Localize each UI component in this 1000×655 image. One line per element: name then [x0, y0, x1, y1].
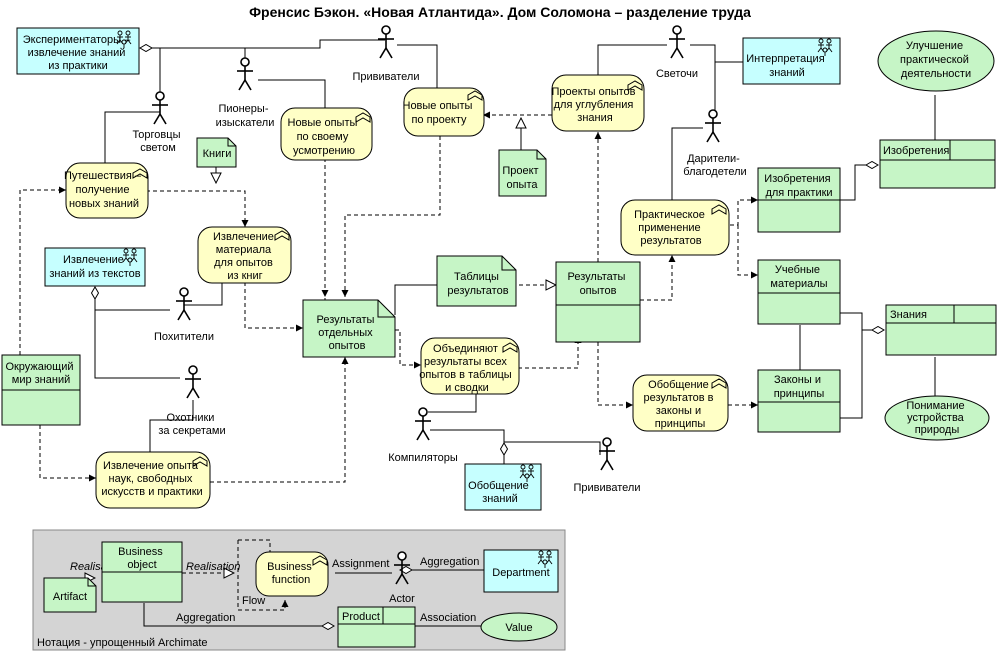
- svg-text:Практическое применение: Практическое применение результатов: [634, 209, 708, 247]
- svg-text:Обобщение результатов в: Обобщение результатов в законы и принцип…: [643, 379, 716, 430]
- department-interpretation-label: Интерпретация знаний: [746, 53, 827, 79]
- function-extract-practice[interactable]: Извлечение опыта наук, свободных искусст…: [95, 451, 211, 509]
- svg-text:Изобретения: Изобретения: [883, 145, 949, 157]
- value-understanding[interactable]: Понимание устройства природы: [884, 395, 990, 441]
- svg-text:Department: Department: [492, 567, 549, 579]
- actor-benefactors-label: Дарители- благодетели: [683, 153, 746, 178]
- legend-business-object[interactable]: Business object: [101, 541, 183, 603]
- actor-traders[interactable]: [152, 91, 168, 125]
- svg-text:Законы и принципы: Законы и принципы: [774, 374, 825, 400]
- legend-actor-icon: [394, 551, 410, 585]
- actor-thieves[interactable]: [176, 287, 192, 321]
- department-interpretation[interactable]: Интерпретация знаний: [742, 37, 841, 85]
- legend-business-function[interactable]: Business function: [255, 551, 329, 597]
- object-inventions-practice[interactable]: Изобретения для практики: [757, 167, 841, 233]
- svg-text:Учебные материалы: Учебные материалы: [770, 264, 827, 290]
- svg-text:Понимание устройства: Понимание устройства природы: [906, 400, 967, 436]
- svg-text:Извлечение материала: Извлечение материала для опытов из книг: [213, 231, 277, 282]
- svg-text:Результаты опытов: Результаты опытов: [568, 271, 629, 297]
- svg-text:Объединяют результаты вс: Объединяют результаты всех опытов в табл…: [419, 343, 514, 394]
- department-experimenters[interactable]: Экспериментаторы – извлечение знаний из …: [16, 27, 140, 75]
- actor-pioneers-label: Пионеры- изыскатели: [216, 103, 275, 129]
- svg-text:Новые опыты по своему: Новые опыты по своему усмотрению: [288, 117, 361, 157]
- object-surrounding[interactable]: Окружающий мир знаний: [1, 354, 81, 426]
- svg-text:Таблицы результатов: Таблицы результатов: [447, 271, 508, 297]
- svg-text:Artifact: Artifact: [53, 591, 87, 603]
- department-generalization[interactable]: Обобщение знаний: [464, 463, 542, 511]
- diagram-title: Френсис Бэкон. «Новая Атлантида». Дом Со…: [249, 4, 751, 20]
- svg-text:Извлечение опыта наук, с: Извлечение опыта наук, свободных искусст…: [101, 460, 202, 498]
- svg-text:Value: Value: [505, 622, 532, 634]
- legend-caption: Нотация - упрощенный Archimate: [37, 637, 208, 649]
- legend-artifact[interactable]: Artifact: [43, 577, 97, 613]
- svg-text:Знания: Знания: [890, 309, 927, 321]
- actor-compilers-label: Компиляторы: [388, 452, 458, 464]
- svg-text:Изобретения для практики: Изобретения для практики: [764, 173, 833, 199]
- actor-bringers-bottom-label: Прививатели: [574, 482, 641, 494]
- artifact-tables[interactable]: Таблицы результатов: [436, 255, 517, 307]
- svg-text:Проекты опытов для углуб: Проекты опытов для углубления знания: [551, 86, 638, 124]
- legend-flow: Flow: [242, 595, 265, 607]
- actor-traders-label: Торговцы светом: [132, 129, 183, 154]
- svg-text:Business function: Business function: [267, 561, 315, 586]
- artifact-project[interactable]: Проект опыта: [498, 149, 547, 197]
- function-deepening[interactable]: Проекты опытов для углубления знания: [551, 74, 645, 132]
- legend-value[interactable]: Value: [480, 612, 558, 642]
- function-new-project[interactable]: Новые опыты по проекту: [403, 87, 485, 137]
- legend-aggregation-2: Aggregation: [176, 612, 235, 624]
- function-generalize[interactable]: Обобщение результатов в законы и принцип…: [632, 374, 729, 432]
- legend-aggregation-1: Aggregation: [420, 556, 479, 568]
- actor-bringers-top[interactable]: [378, 25, 394, 59]
- function-travels[interactable]: Путешествия – получение новых знаний: [64, 162, 149, 219]
- actor-luminaries-label: Светочи: [656, 68, 698, 80]
- actor-luminaries[interactable]: [669, 25, 685, 59]
- legend-association: Association: [420, 612, 476, 624]
- svg-text:Путешествия – получение: Путешествия – получение новых знаний: [64, 170, 144, 210]
- svg-text:Окружающий мир знаний: Окружающий мир знаний: [5, 361, 76, 386]
- legend: Realisation Artifact Business object Rea…: [37, 541, 559, 649]
- value-improvement[interactable]: Улучшение практической деятельности: [877, 30, 995, 92]
- function-combine[interactable]: Объединяют результаты всех опытов в табл…: [419, 337, 520, 395]
- svg-text:Улучшение практической: Улучшение практической деятельности: [900, 40, 972, 80]
- svg-text:Проект опыта: Проект опыта: [502, 165, 541, 191]
- svg-text:Product: Product: [342, 611, 380, 623]
- artifact-books[interactable]: Книги: [196, 137, 237, 168]
- department-generalization-label: Обобщение знаний: [468, 480, 532, 505]
- actor-bringers-top-label: Прививатели: [353, 71, 420, 83]
- actor-benefactors[interactable]: [705, 109, 721, 143]
- department-extraction-texts[interactable]: Извлечение знаний из текстов: [44, 247, 146, 287]
- department-extraction-texts-label: Извлечение знаний из текстов: [49, 254, 140, 280]
- svg-text:Результаты отдельных: Результаты отдельных опытов: [317, 314, 378, 352]
- function-extract-books[interactable]: Извлечение материала для опытов из книг: [197, 226, 292, 284]
- object-inventions[interactable]: Изобретения: [879, 139, 996, 189]
- actor-compilers[interactable]: [415, 407, 431, 441]
- actor-hunters[interactable]: [185, 365, 201, 399]
- actor-hunters-label: Охотники за секретами: [158, 412, 225, 437]
- actor-pioneers[interactable]: [237, 57, 253, 91]
- function-practical[interactable]: Практическое применение результатов: [620, 199, 730, 256]
- function-new-own[interactable]: Новые опыты по своему усмотрению: [280, 107, 373, 161]
- legend-assignment: Assignment: [332, 558, 389, 570]
- object-laws[interactable]: Законы и принципы: [757, 369, 841, 433]
- svg-text:Новые опыты по проекту: Новые опыты по проекту: [403, 100, 476, 126]
- object-knowledge[interactable]: Знания: [885, 304, 997, 356]
- actor-bringers-bottom[interactable]: [599, 437, 615, 471]
- legend-realisation-2: Realisation: [186, 561, 240, 573]
- svg-text:Книги: Книги: [203, 148, 232, 160]
- legend-actor: Actor: [389, 593, 415, 605]
- object-teaching[interactable]: Учебные материалы: [757, 259, 841, 325]
- actor-thieves-label: Похитители: [154, 331, 214, 343]
- svg-text:Business object: Business object: [118, 546, 166, 571]
- legend-product[interactable]: Product: [337, 606, 416, 648]
- department-experimenters-label: Экспериментаторы – извлечение знаний из …: [23, 34, 134, 72]
- legend-department[interactable]: Department: [483, 549, 559, 593]
- artifact-results-single[interactable]: Результаты отдельных опытов: [302, 299, 396, 358]
- object-results[interactable]: Результаты опытов: [555, 261, 641, 343]
